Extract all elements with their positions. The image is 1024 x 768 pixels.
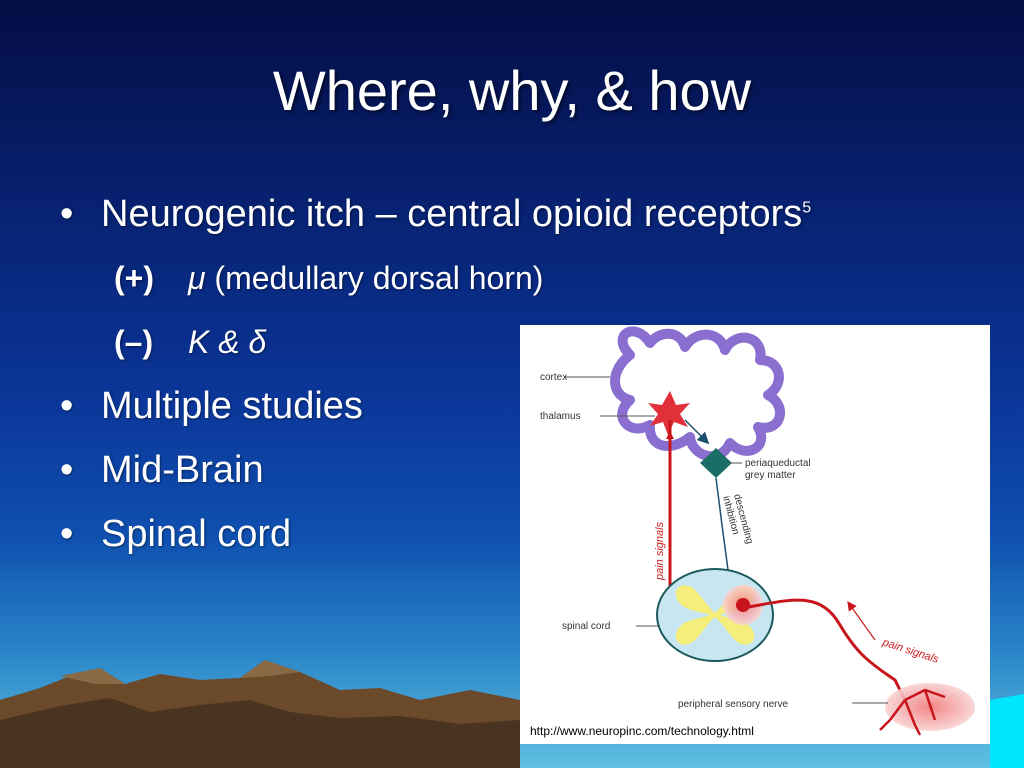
pag-diamond [700,448,732,478]
bullet-text: Spinal cord [101,513,292,555]
bullet-text: Mid-Brain [101,449,264,491]
bullet-text: Neurogenic itch – central opioid recepto… [101,193,803,235]
slide-title: Where, why, & how [272,59,752,122]
subitem-text: (medullary dorsal horn) [205,260,544,296]
descending-inhibition-path [715,477,736,591]
subitem-mu: (+) μ (medullary dorsal horn) [56,252,956,316]
synapse-dot [736,598,750,612]
label-pag-1: periaqueductal [745,458,811,469]
greek-kappa-delta: K & δ [188,324,267,360]
bullet-glyph: • [60,513,74,555]
sign-negative: (–) [114,324,154,360]
label-pain-signals-vertical: pain signals [654,521,666,581]
bullet-multiple-studies: • Multiple studies [56,380,956,444]
label-peripheral-nerve: peripheral sensory nerve [678,699,788,710]
label-thalamus: thalamus [540,411,581,422]
source-url[interactable]: http://www.neuropinc.com/technology.html [530,724,754,738]
thalamus-star [648,391,690,435]
bullet-glyph: • [60,385,74,427]
label-pain-signals-curve: pain signals [880,636,940,666]
label-pag-2: grey matter [745,470,796,481]
subitem-kappa-delta: (–) K & δ [56,316,956,380]
bullet-mid-brain: • Mid-Brain [56,444,956,508]
peripheral-nerve-path [747,598,907,701]
sign-positive: (+) [114,260,154,296]
greek-mu: μ [188,260,206,296]
label-cortex: cortex [540,372,567,383]
bullet-spinal-cord: • Spinal cord [56,508,956,572]
bullet-list: • Neurogenic itch – central opioid recept… [56,188,956,572]
pain-pathway-figure: cortex thalamus periaqueductal grey matt… [520,325,990,744]
bullet-text: Multiple studies [101,385,363,427]
bullet-neurogenic-itch: • Neurogenic itch – central opioid recept… [56,188,956,252]
cortex-shape [610,326,785,462]
bullet-glyph: • [60,449,74,491]
citation-superscript: 5 [802,199,812,217]
pain-pathway-diagram: cortex thalamus periaqueductal grey matt… [540,326,975,736]
label-spinal-cord: spinal cord [562,621,610,632]
bullet-glyph: • [60,193,74,235]
